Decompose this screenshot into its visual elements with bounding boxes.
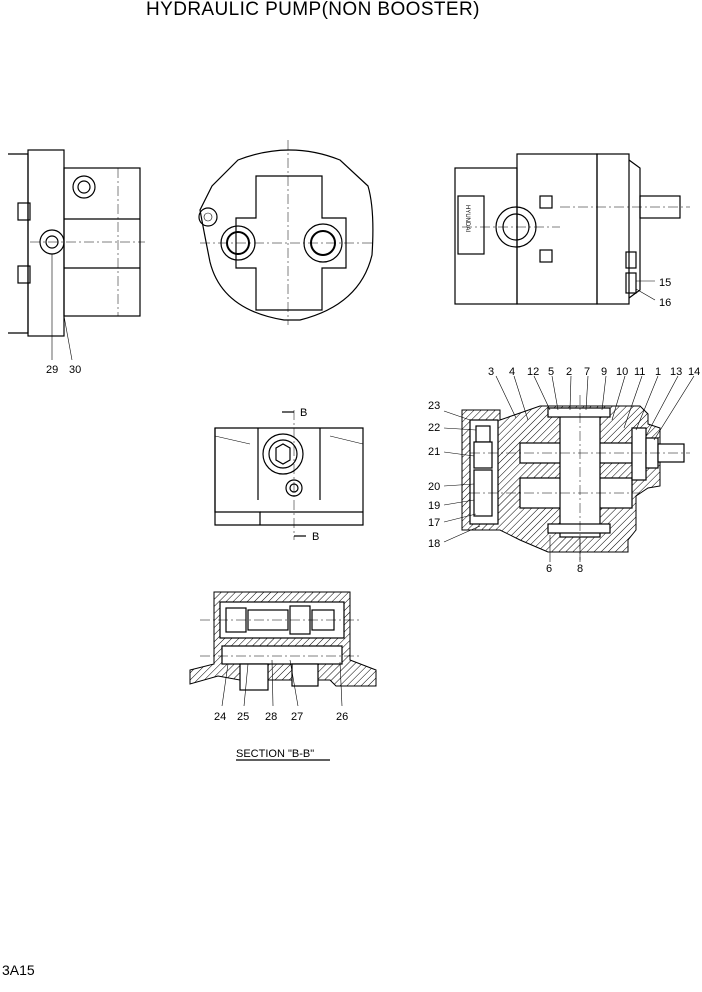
side-view-left — [8, 149, 145, 361]
callout-15: 15 — [659, 277, 671, 289]
callout-13: 13 — [670, 366, 682, 378]
front-view-center — [198, 140, 374, 325]
callout-17: 17 — [428, 517, 440, 529]
side-view-right: HYUNDAI — [454, 153, 690, 305]
callout-27: 27 — [291, 711, 303, 723]
callout-11: 11 — [634, 366, 645, 378]
section-mark-bottom: B — [312, 531, 319, 543]
callout-8: 8 — [577, 563, 583, 575]
callout-labels: 29 30 15 16 3 4 12 5 2 7 9 10 11 1 13 14… — [46, 277, 700, 760]
callout-30: 30 — [69, 364, 81, 376]
callout-12: 12 — [527, 366, 539, 378]
callout-9: 9 — [601, 366, 607, 378]
section-caption: SECTION "B-B" — [236, 748, 314, 760]
callout-21: 21 — [428, 446, 440, 458]
callout-19: 19 — [428, 500, 440, 512]
plan-view-section-mark — [214, 410, 364, 540]
callout-4: 4 — [509, 366, 515, 378]
callout-14: 14 — [688, 366, 700, 378]
callout-20: 20 — [428, 481, 440, 493]
callout-22: 22 — [428, 422, 440, 434]
callout-24: 24 — [214, 711, 226, 723]
callout-6: 6 — [546, 563, 552, 575]
callout-7: 7 — [584, 366, 590, 378]
callout-29: 29 — [46, 364, 58, 376]
callout-25: 25 — [237, 711, 249, 723]
callout-3: 3 — [488, 366, 494, 378]
page-title: HYDRAULIC PUMP(NON BOOSTER) — [146, 0, 480, 20]
section-mark-top: B — [300, 407, 307, 419]
callout-5: 5 — [548, 366, 554, 378]
callout-26: 26 — [336, 711, 348, 723]
callout-18: 18 — [428, 538, 440, 550]
section-b-b-view — [189, 591, 377, 761]
svg-text:HYUNDAI: HYUNDAI — [464, 205, 470, 232]
callout-28: 28 — [265, 711, 277, 723]
callout-23: 23 — [428, 400, 440, 412]
callout-1: 1 — [655, 366, 661, 378]
callout-10: 10 — [616, 366, 628, 378]
callout-2: 2 — [566, 366, 572, 378]
cross-section-view — [443, 375, 695, 562]
callout-16: 16 — [659, 297, 671, 309]
page-number: 3A15 — [2, 962, 35, 978]
